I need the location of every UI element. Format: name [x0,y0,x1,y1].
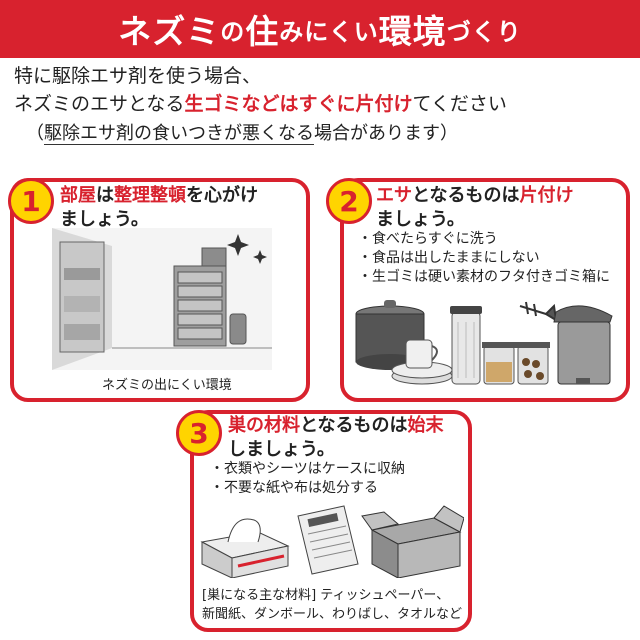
title-highlight: 片付け [519,185,574,206]
card3-caption-1: [巣になる主な材料] ティッシュペーパー、 [202,588,450,603]
card2-bullet: ・食べたらすぐに洗う [358,231,498,247]
intro-note: （駆除エサ剤の食いつきが悪くなる場合があります） [26,120,458,148]
tidy-room-illustration [52,228,272,370]
title-line-2: しましょう。 [228,439,335,460]
note-rest: 場合があります） [314,123,458,144]
title-highlight: エサ [376,185,412,206]
card2-title: エサとなるものは片付け ましょう。 [376,184,573,232]
title-part: み [279,17,305,46]
number-badge-2: 2 [326,178,372,224]
title-highlight: 巣の材料 [228,415,300,436]
intro-line-2: ネズミのエサとなる生ゴミなどはすぐに片付けてください [14,90,634,118]
fish-bone-icon [519,301,558,322]
dishes-icon [391,339,453,385]
title-part: にくい [304,17,379,46]
card3-caption-2: 新聞紙、ダンボール、わりばし、タオルなど [202,607,463,622]
title-part: の [220,17,246,46]
page-title: ネズミの住みにくい環境づくり [0,0,640,58]
card3-bullet: ・不要な紙や布は処分する [210,480,378,496]
title-highlight: 始末 [407,415,444,436]
intro-text-part: てください [412,93,507,115]
title-part: づくり [446,17,522,46]
title-highlight: 整理整頓 [114,185,186,206]
jar-icon [450,306,482,385]
trash-can-icon [553,305,613,385]
number-badge-1: 1 [8,178,54,224]
title-part: ネズミ [118,12,221,51]
intro-text: 特に駆除エサ剤を使う場合、 ネズミのエサとなる生ゴミなどはすぐに片付けてください [14,62,634,118]
title-line-2: ましょう。 [60,209,149,230]
title-text: を心がけ [186,185,258,206]
newspaper-icon [297,505,359,575]
note-underlined: 駆除エサ剤の食いつきが悪くなる [44,123,314,145]
number-badge-3: 3 [176,410,222,456]
intro-text-part: ネズミのエサとなる [14,93,185,115]
title-text: となるものは [412,185,520,206]
cardboard-box-icon [361,505,464,578]
title-highlight: 部屋 [60,185,96,206]
sparkle-icon [227,234,267,264]
note-paren: （ [26,123,44,144]
title-text: となるものは [300,415,408,436]
title-part: 環境 [378,12,447,51]
intro-line-1: 特に駆除エサ剤を使う場合、 [14,65,262,87]
container-icon [482,342,550,385]
card1-title: 部屋は整理整頓を心がけ ましょう。 [60,184,258,232]
card2-bullet: ・食品は出したままにしない [358,250,540,266]
card2-bullet: ・生ゴミは硬い素材のフタ付きゴミ箱に [358,269,610,285]
nest-materials-illustration [200,505,464,578]
tissue-box-icon [200,518,290,578]
title-part: 住 [245,12,280,51]
title-line-2: ましょう。 [376,209,465,230]
kitchen-illustration [355,300,613,385]
intro-highlight: 生ゴミなどはすぐに片付け [184,93,413,115]
card3-bullet: ・衣類やシーツはケースに収納 [210,461,406,477]
card1-caption: ネズミの出にくい環境 [102,378,232,393]
title-text: は [96,185,114,206]
card3-title: 巣の材料となるものは始末 しましょう。 [228,414,443,462]
